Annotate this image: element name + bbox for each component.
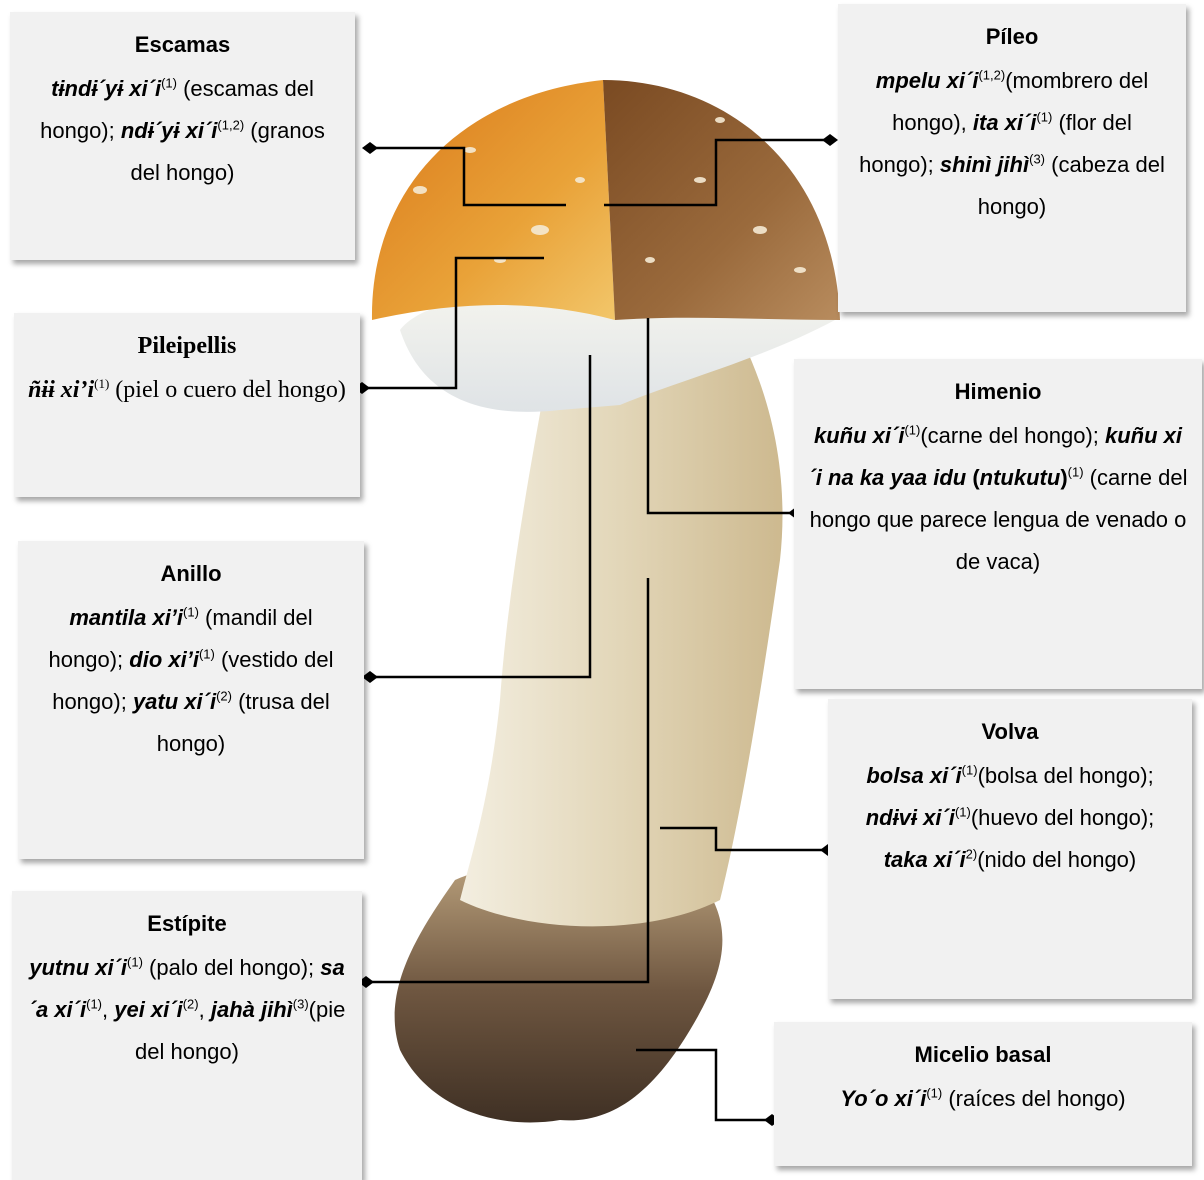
label-title: Himenio xyxy=(808,377,1188,407)
term-name: Yo´o xi´i xyxy=(840,1086,926,1111)
label-micelio: Micelio basal Yo´o xi´i(1) (raíces del h… xyxy=(774,1022,1192,1166)
source-ref: (1) xyxy=(199,647,215,662)
cap-orange-half xyxy=(372,80,615,320)
term-name: dio xi’i xyxy=(129,647,199,672)
term-name: taka xi´i xyxy=(884,847,966,872)
label-body: mantila xi’i(1) (mandil del hongo); dio … xyxy=(32,597,350,765)
description-text: , xyxy=(199,997,211,1022)
source-ref: (1) xyxy=(955,805,971,820)
term-name: mpelu xi´i xyxy=(876,68,979,93)
description-text: (raíces del hongo) xyxy=(942,1086,1125,1111)
bracket: ( xyxy=(972,465,979,490)
label-body: ñɨɨ xi’i(1) (piel o cuero del hongo) xyxy=(28,369,346,411)
description-text: , xyxy=(102,997,114,1022)
label-title: Estípite xyxy=(26,909,348,939)
source-ref: (1) xyxy=(1036,110,1052,125)
source-ref: (1) xyxy=(1068,465,1084,480)
label-body: mpelu xi´i(1,2)(mombrero del hongo), ita… xyxy=(852,60,1172,228)
term-name: ñɨɨ xi’i xyxy=(28,377,94,403)
source-ref: (1,2) xyxy=(978,68,1005,83)
term-name: ndɨ´yɨ xi´i xyxy=(121,118,218,143)
label-title: Píleo xyxy=(852,22,1172,52)
label-volva: Volva bolsa xi´i(1)(bolsa del hongo); nd… xyxy=(828,699,1192,999)
label-title: Pileipellis xyxy=(28,331,346,361)
label-body: tɨndɨ´yɨ xi´i(1) (escamas del hongo); nd… xyxy=(24,68,341,194)
term-name: tɨndɨ´yɨ xi´i xyxy=(51,76,161,101)
term-name: mantila xi’i xyxy=(69,605,183,630)
source-ref: (1) xyxy=(94,376,109,391)
term-name: jahà jihì xyxy=(211,997,293,1022)
source-ref: (1,2) xyxy=(217,118,244,133)
term-name: bolsa xi´i xyxy=(866,763,961,788)
term-name: yatu xi´i xyxy=(133,689,216,714)
label-body: Yo´o xi´i(1) (raíces del hongo) xyxy=(788,1078,1178,1120)
description-text: (nido del hongo) xyxy=(977,847,1136,872)
source-ref: (1) xyxy=(183,605,199,620)
source-ref: (2) xyxy=(183,997,199,1012)
label-body: kuñu xi´i(1)(carne del hongo); kuñu xi´i… xyxy=(808,415,1188,583)
source-ref: (3) xyxy=(1029,152,1045,167)
label-title: Micelio basal xyxy=(788,1040,1178,1070)
label-title: Volva xyxy=(842,717,1178,747)
description-text: (huevo del hongo); xyxy=(971,805,1154,830)
source-ref: (1) xyxy=(127,955,143,970)
source-ref: (1) xyxy=(161,76,177,91)
description-text: (carne del hongo); xyxy=(920,423,1105,448)
source-ref: (1) xyxy=(962,763,978,778)
label-himenio: Himenio kuñu xi´i(1)(carne del hongo); k… xyxy=(794,359,1202,689)
description-text: (bolsa del hongo); xyxy=(978,763,1154,788)
label-anillo: Anillo mantila xi’i(1) (mandil del hongo… xyxy=(18,541,364,859)
label-body: yutnu xi´i(1) (palo del hongo); sa´a xi´… xyxy=(26,947,348,1073)
label-escamas: Escamas tɨndɨ´yɨ xi´i(1) (escamas del ho… xyxy=(10,12,355,260)
term-name: kuñu xi´i xyxy=(814,423,904,448)
label-body: bolsa xi´i(1)(bolsa del hongo); ndɨvɨ xi… xyxy=(842,755,1178,881)
label-title: Anillo xyxy=(32,559,350,589)
source-ref: (2) xyxy=(216,689,232,704)
description-text: (palo del hongo); xyxy=(143,955,320,980)
label-pileipellis: Pileipellis ñɨɨ xi’i(1) (piel o cuero de… xyxy=(14,313,360,497)
term-name: ndɨvɨ xi´i xyxy=(866,805,955,830)
label-title: Escamas xyxy=(24,30,341,60)
term-name: ntukutu xyxy=(980,465,1061,490)
term-name: yutnu xi´i xyxy=(29,955,127,980)
source-ref: (3) xyxy=(293,997,309,1012)
label-pileo: Píleo mpelu xi´i(1,2)(mombrero del hongo… xyxy=(838,4,1186,312)
label-estipite: Estípite yutnu xi´i(1) (palo del hongo);… xyxy=(12,891,362,1180)
source-ref: (1) xyxy=(904,423,920,438)
cap-brown-half xyxy=(603,80,840,320)
source-ref: (1) xyxy=(86,997,102,1012)
term-name: shinì jihì xyxy=(940,152,1029,177)
source-ref: (1) xyxy=(926,1086,942,1101)
description-text: (piel o cuero del hongo) xyxy=(109,377,346,403)
bracket: ) xyxy=(1060,465,1067,490)
source-ref: 2) xyxy=(966,847,978,862)
term-name: yei xi´i xyxy=(114,997,182,1022)
term-name: ita xi´i xyxy=(973,110,1037,135)
